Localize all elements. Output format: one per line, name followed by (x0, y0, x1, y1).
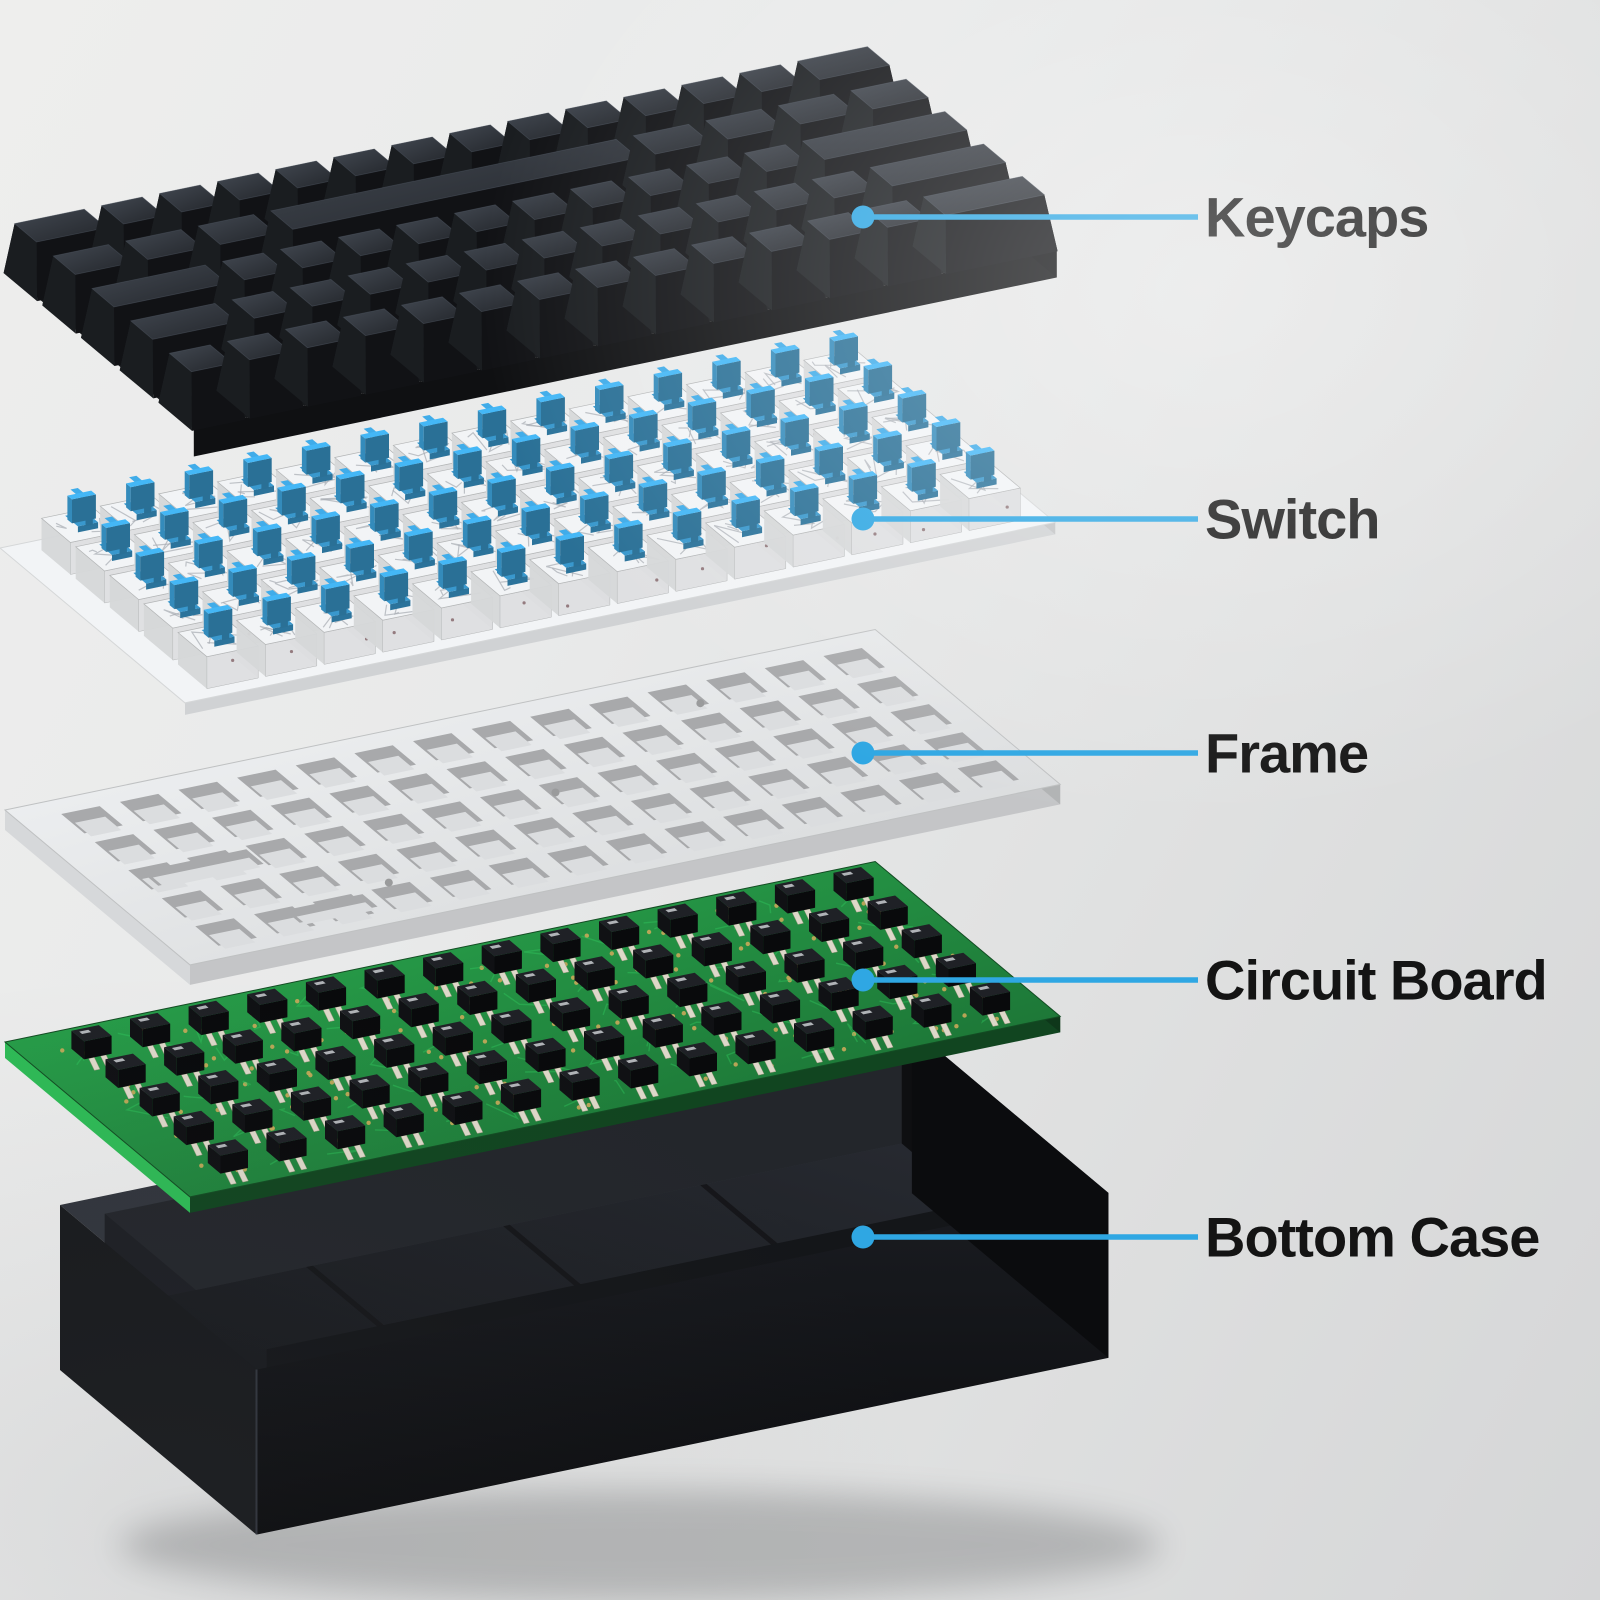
label-frame: Frame (1205, 721, 1369, 785)
label-bottom-case: Bottom Case (1205, 1205, 1540, 1269)
switch-layer (0, 329, 1057, 715)
frame-layer (3, 628, 1062, 985)
keycaps-layer (3, 46, 1058, 457)
label-keycaps: Keycaps (1205, 185, 1429, 249)
callouts (851, 205, 1198, 1249)
circuit-board-layer (3, 860, 1062, 1213)
case-shadow (120, 1490, 1160, 1600)
label-switch: Switch (1205, 487, 1380, 551)
label-circuit-board: Circuit Board (1205, 948, 1548, 1012)
callout-circuit-board-dot (851, 968, 875, 992)
callout-keycaps-dot (851, 205, 875, 229)
callout-bottom-case-dot (851, 1225, 875, 1249)
bottom-case-layer (60, 1028, 1109, 1535)
callout-switch-dot (851, 507, 875, 531)
callout-frame-dot (851, 741, 875, 765)
